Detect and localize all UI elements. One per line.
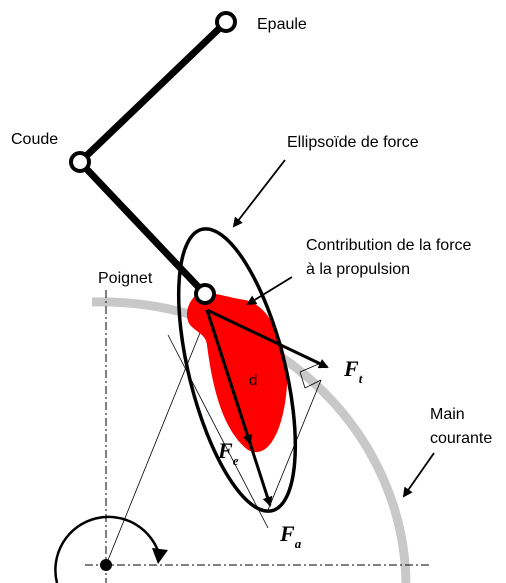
shoulder-label: Epaule — [257, 16, 307, 33]
wheel-center — [100, 559, 112, 571]
ellipsoid-pointer-arrow — [232, 159, 286, 228]
rotation-arc — [54, 515, 162, 583]
shoulder-joint — [215, 11, 237, 33]
contribution-label-line1: Contribution de la force — [306, 237, 472, 254]
force-ellipsoid — [176, 227, 298, 513]
contribution-label-line2: à la propulsion — [306, 261, 410, 278]
applied-force-vector — [205, 309, 273, 507]
projection-line-b — [299, 362, 322, 373]
contribution-pointer-arrow — [246, 276, 293, 306]
rotation-arrow-icon — [152, 548, 168, 564]
effective-force-label: Fe — [217, 438, 239, 468]
handrim-label-line2: courante — [430, 430, 492, 447]
wrist-joint — [194, 283, 216, 305]
projection-line-c — [304, 379, 322, 389]
handrim-pointer-arrow — [402, 452, 435, 498]
elbow-joint — [69, 151, 91, 173]
radius-line — [105, 317, 207, 566]
elbow-label: Coude — [11, 131, 58, 148]
handrim-arc — [91, 297, 411, 583]
projection-line-a — [167, 334, 269, 529]
distance-label: d — [249, 372, 257, 389]
handrim-label-line1: Main — [430, 406, 465, 423]
applied-force-label: Fa — [279, 521, 302, 551]
right-angle-mark — [299, 371, 306, 389]
tangential-force-vector — [206, 308, 329, 369]
contribution-region — [186, 292, 288, 453]
wrist-label: Poignet — [98, 270, 153, 287]
forearm-segment — [77, 159, 208, 297]
tangential-force-label: Ft — [343, 356, 363, 386]
force-ellipsoid-label: Ellipsoïde de force — [287, 134, 419, 151]
upper-arm-segment — [77, 19, 229, 165]
